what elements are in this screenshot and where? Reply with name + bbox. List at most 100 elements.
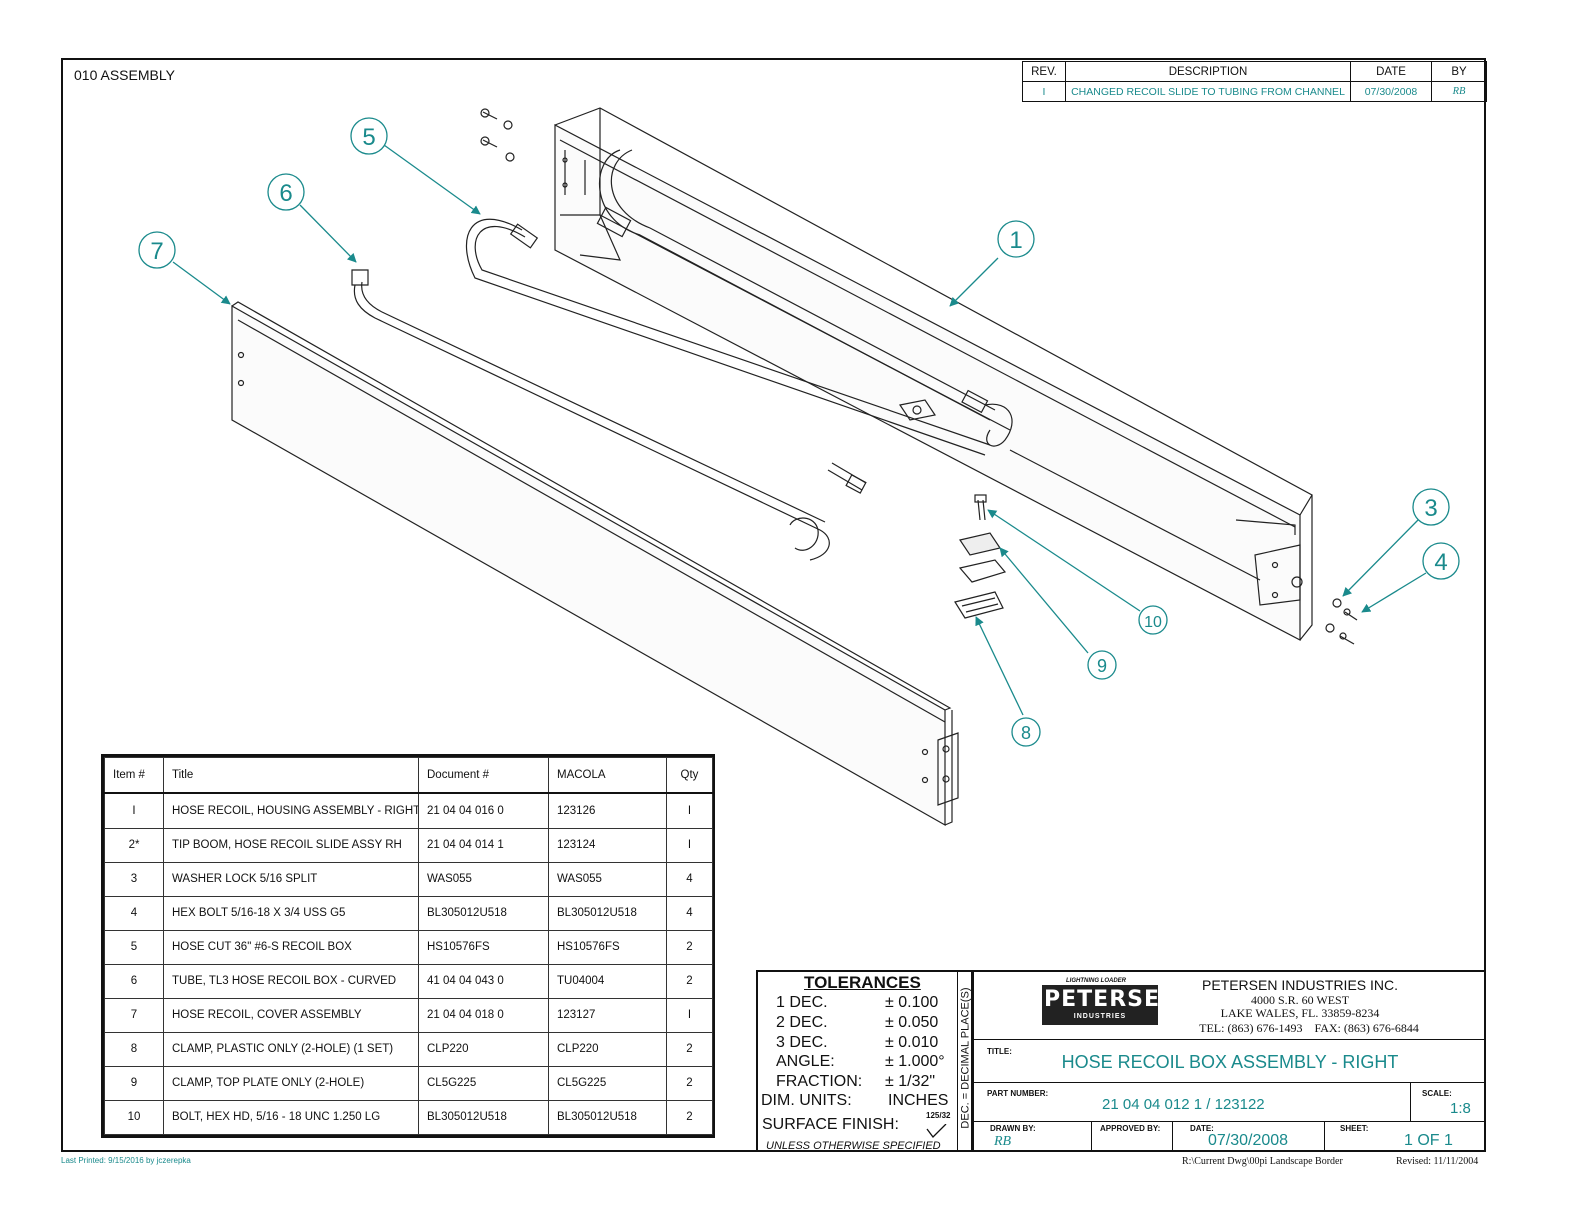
tol-value: ± 1/32" [885, 1073, 936, 1090]
assembly-label: 010 ASSEMBLY [74, 67, 175, 83]
decimal-place-note: DEC. = DECIMAL PLACE(S) [957, 970, 972, 1152]
bom-title: HOSE CUT 36" #6-S RECOIL BOX [163, 929, 419, 965]
scale-value: 1:8 [1450, 1100, 1471, 1117]
bom-item: 3 [104, 861, 164, 897]
last-printed: Last Printed: 9/15/2016 by jczerepka [61, 1156, 191, 1165]
top-hardware [480, 108, 515, 162]
housing-assembly [554, 107, 1313, 641]
dim-units-value: INCHES [888, 1092, 949, 1109]
balloon-3: 3 [1424, 495, 1437, 522]
bom-title: TUBE, TL3 HOSE RECOIL BOX - CURVED [163, 963, 419, 999]
tol-label: ANGLE: [776, 1053, 835, 1070]
bom-document: WAS055 [418, 861, 549, 897]
bom-qty: I [666, 827, 713, 863]
balloon-7: 7 [150, 238, 163, 265]
tol-label: 2 DEC. [776, 1014, 828, 1031]
bom-item: 5 [104, 929, 164, 965]
balloon-6: 6 [279, 180, 292, 207]
bom-header-item: Item # [104, 756, 164, 794]
recoil-hose [465, 218, 991, 456]
surface-finish-symbol-icon [926, 1124, 947, 1138]
bom-qty: 4 [666, 861, 713, 897]
drawing-date: 07/30/2008 [1208, 1132, 1289, 1149]
tol-value: ± 1.000° [885, 1053, 945, 1070]
bom-macola: BL305012U518 [548, 1099, 667, 1136]
bom-header-title: Title [163, 756, 419, 794]
approved-by-label: APPROVED BY: [1100, 1124, 1161, 1133]
bom-title: CLAMP, TOP PLATE ONLY (2-HOLE) [163, 1065, 419, 1101]
bom-header-document: Document # [418, 756, 549, 794]
curved-tube [351, 269, 867, 561]
balloon-5: 5 [362, 124, 375, 151]
company-logo: PETERSEN INDUSTRIES [1042, 985, 1180, 1025]
company-address-2: LAKE WALES, FL. 33859-8234 [1220, 1006, 1380, 1020]
cover-assembly [231, 301, 959, 827]
drawn-by: RB [994, 1134, 1012, 1149]
bom-title: HOSE RECOIL, COVER ASSEMBLY [163, 997, 419, 1033]
clamp-stack [954, 494, 1007, 619]
right-hardware [1325, 598, 1358, 645]
bom-item: 2* [104, 827, 164, 863]
drawn-by-label: DRAWN BY: [990, 1124, 1036, 1133]
part-number: 21 04 04 012 1 / 123122 [1102, 1096, 1265, 1113]
bom-qty: I [666, 997, 713, 1033]
bom-header-row: Item # Title Document # MACOLA Qty [104, 756, 713, 794]
company-address-1: 4000 S.R. 60 WEST [1250, 993, 1350, 1007]
tol-label: 3 DEC. [776, 1034, 828, 1051]
logo-text: PETERSEN [1044, 987, 1180, 1012]
sheet-value: 1 OF 1 [1404, 1132, 1453, 1149]
logo-tagline: LIGHTNING LOADER [1066, 978, 1126, 984]
title-label: TITLE: [987, 1047, 1012, 1056]
bom-macola: 123126 [548, 792, 667, 829]
border-path: R:\Current Dwg\00pi Landscape Border [1182, 1156, 1343, 1167]
bom-macola: WAS055 [548, 861, 667, 897]
part-number-label: PART NUMBER: [987, 1089, 1049, 1098]
bom-qty: 2 [666, 1099, 713, 1136]
date-label: DATE: [1190, 1124, 1214, 1133]
logo-subtext: INDUSTRIES [1073, 1013, 1127, 1020]
title-block: LIGHTNING LOADER PETERSEN INDUSTRIES PET… [972, 970, 1486, 1152]
scale-label: SCALE: [1422, 1089, 1452, 1098]
bom-header-macola: MACOLA [548, 756, 667, 794]
surface-finish-label: SURFACE FINISH: [762, 1116, 899, 1133]
balloon-8: 8 [1021, 723, 1031, 743]
by-header: BY [1431, 61, 1487, 82]
bom-title: WASHER LOCK 5/16 SPLIT [163, 861, 419, 897]
bom-macola: HS10576FS [548, 929, 667, 965]
bom-document: HS10576FS [418, 929, 549, 965]
bom-item: 9 [104, 1065, 164, 1101]
bom-item: 7 [104, 997, 164, 1033]
bom-item: 10 [104, 1099, 164, 1136]
bom-macola: CLP220 [548, 1031, 667, 1067]
bom-macola: CL5G225 [548, 1065, 667, 1101]
bom-document: BL305012U518 [418, 1099, 549, 1136]
tol-label: 1 DEC. [776, 994, 828, 1011]
bom-document: BL305012U518 [418, 895, 549, 931]
balloon-9: 9 [1097, 656, 1107, 676]
bom-item: 4 [104, 895, 164, 931]
bom-title: BOLT, HEX HD, 5/16 - 18 UNC 1.250 LG [163, 1099, 419, 1136]
bom-macola: 123124 [548, 827, 667, 863]
bom-item: 8 [104, 1031, 164, 1067]
bom-document: CLP220 [418, 1031, 549, 1067]
bom-macola: TU04004 [548, 963, 667, 999]
bom-title: HEX BOLT 5/16-18 X 3/4 USS G5 [163, 895, 419, 931]
tolerances-title: TOLERANCES [804, 973, 921, 992]
balloon-1: 1 [1009, 227, 1022, 254]
bom-document: 21 04 04 018 0 [418, 997, 549, 1033]
surface-finish-value: 125/32 [926, 1111, 951, 1120]
sheet-label: SHEET: [1340, 1124, 1369, 1133]
bom-document: CL5G225 [418, 1065, 549, 1101]
rev-description: CHANGED RECOIL SLIDE TO TUBING FROM CHAN… [1065, 81, 1351, 102]
decimal-place-text: DEC. = DECIMAL PLACE(S) [959, 987, 972, 1129]
revised-date: Revised: 11/11/2004 [1396, 1156, 1479, 1167]
bom-item: 6 [104, 963, 164, 999]
